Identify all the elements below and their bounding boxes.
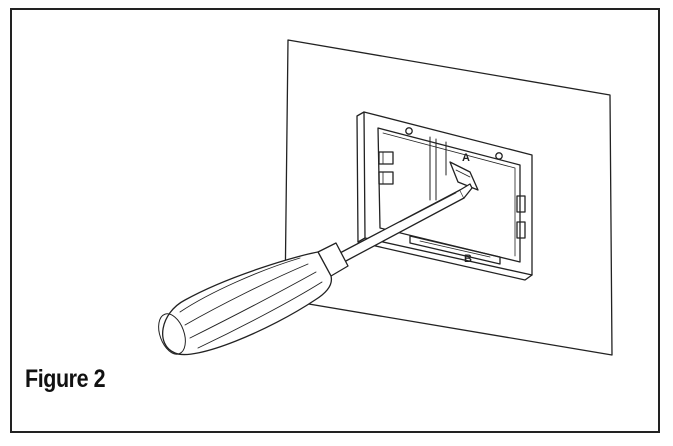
screw-hole-right (495, 152, 503, 160)
right-clip-upper (516, 195, 526, 213)
locking-tab (449, 161, 479, 191)
figure-caption: Figure 2 (25, 365, 106, 393)
screwdriver-tip (459, 183, 473, 199)
right-clip-lower (516, 221, 526, 239)
screw-hole-left (405, 127, 413, 135)
mark-label-upper: A (462, 152, 470, 164)
screwdriver-handle (162, 251, 333, 356)
backplate-opening (377, 127, 521, 263)
left-clip-upper (378, 151, 394, 165)
left-clip-lower (378, 171, 394, 185)
mark-label-lower: B (464, 253, 472, 265)
bottom-tab (409, 235, 501, 265)
